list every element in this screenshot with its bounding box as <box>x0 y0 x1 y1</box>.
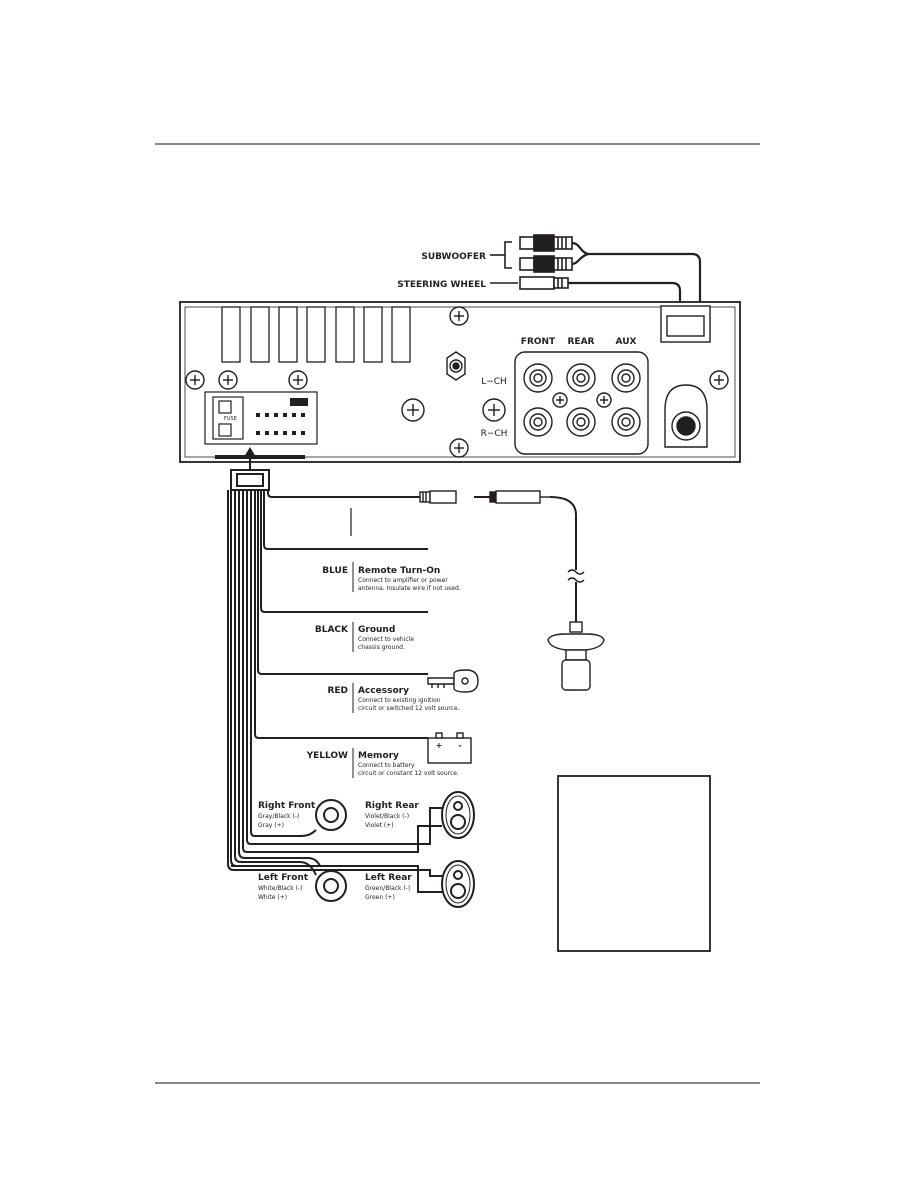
ground-stud <box>664 384 708 448</box>
wire-desc: Connect to vehicle <box>358 636 414 643</box>
speaker-wire-pos: White (+) <box>258 894 287 901</box>
left-front-speaker-icon <box>315 870 347 902</box>
left-rear-speaker-icon <box>441 860 475 908</box>
wire-title: Ground <box>358 625 395 635</box>
battery-minus: - <box>458 741 461 750</box>
screws <box>185 306 729 458</box>
speaker-wire-pos: Green (+) <box>365 894 395 901</box>
wire-color-label: RED <box>327 686 348 696</box>
speaker-wire-neg: Green/Black (-) <box>365 885 410 892</box>
lch-label: L−CH <box>481 377 507 387</box>
wire-desc: antenna. Insulate wire if not used. <box>358 585 461 592</box>
wire-desc: circuit or switched 12 volt source. <box>358 705 460 712</box>
speaker-title: Right Front <box>258 801 316 811</box>
wire-harness <box>227 490 442 893</box>
steering-wheel-connector <box>490 276 682 320</box>
front-label: FRONT <box>521 337 556 347</box>
subwoofer-label: SUBWOOFER <box>421 252 486 262</box>
wire-yellow: YELLOW Memory Connect to battery circuit… <box>306 748 459 778</box>
wire-title: Memory <box>358 751 399 761</box>
speaker-title: Right Rear <box>365 801 419 811</box>
wire-color-label: BLACK <box>315 625 349 635</box>
speaker-wire-pos: Violet (+) <box>365 822 394 829</box>
wire-title: Accessory <box>358 686 409 696</box>
battery-icon <box>427 732 472 764</box>
antenna-jack <box>446 351 466 381</box>
subwoofer-steering-socket <box>660 305 711 343</box>
speaker-title: Left Rear <box>365 873 412 883</box>
aux-plug <box>419 490 585 622</box>
speaker-wire-pos: Gray (+) <box>258 822 284 829</box>
wire-desc: chassis ground. <box>358 644 405 651</box>
speaker-wire-neg: Gray/Black (-) <box>258 813 299 820</box>
wire-desc: Connect to battery <box>358 762 415 769</box>
subwoofer-rca-connectors <box>490 234 702 320</box>
fuse-label: FUSE <box>224 416 237 422</box>
wire-black: BLACK Ground Connect to vehicle chassis … <box>315 622 414 652</box>
rear-label: REAR <box>568 337 595 347</box>
note-box <box>557 775 711 952</box>
wire-blue: BLUE Remote Turn-On Connect to amplifier… <box>322 562 461 592</box>
wire-color-label: YELLOW <box>306 751 348 761</box>
wire-red: RED Accessory Connect to existing igniti… <box>327 683 460 713</box>
harness-plug <box>230 469 270 491</box>
right-rear-speaker-icon <box>441 791 475 839</box>
rca-output-panel <box>514 351 649 455</box>
speaker-wire-neg: Violet/Black (-) <box>365 813 409 820</box>
aux-label: AUX <box>616 337 637 347</box>
remote-knob <box>547 621 605 691</box>
wiring-harness-socket <box>204 391 318 445</box>
rch-label: R−CH <box>481 429 508 439</box>
speaker-wire-neg: White/Black (-) <box>258 885 302 892</box>
wire-title: Remote Turn-On <box>358 566 440 576</box>
wire-desc: Connect to amplifier or power <box>358 577 448 584</box>
steering-wheel-label: STEERING WHEEL <box>397 280 486 290</box>
ignition-key-icon <box>427 669 479 693</box>
speaker-title: Left Front <box>258 873 309 883</box>
wire-color-label: BLUE <box>322 566 348 576</box>
right-front-speaker-icon <box>315 799 347 831</box>
wire-desc: Connect to existing ignition <box>358 697 441 704</box>
wire-desc: circuit or constant 12 volt source. <box>358 770 459 777</box>
battery-plus: + <box>436 741 443 750</box>
